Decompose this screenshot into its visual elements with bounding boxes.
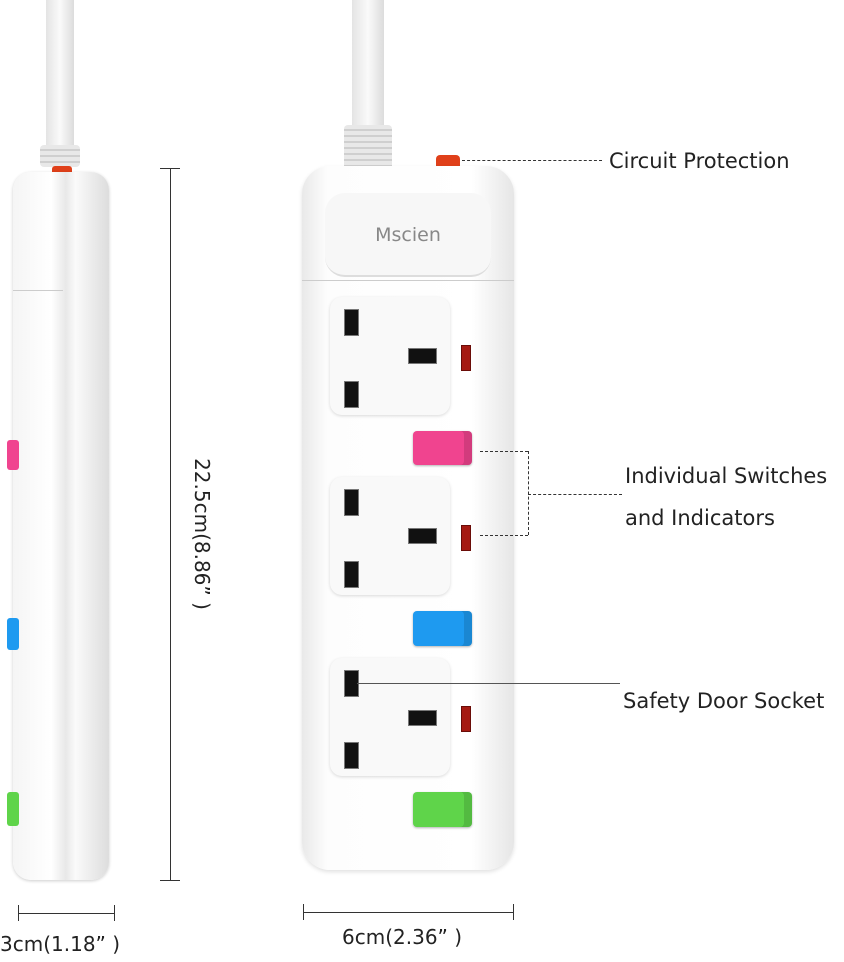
side-view-body	[13, 172, 109, 880]
callout-bracket	[528, 451, 529, 535]
dimension-tick	[160, 168, 180, 169]
side-switch-pink	[7, 440, 19, 470]
socket-neutral-hole	[344, 381, 359, 408]
socket-live-hole	[408, 528, 437, 544]
socket-neutral-hole	[344, 742, 359, 769]
brand-logo: Mscien	[375, 224, 441, 246]
switch-2-blue	[413, 611, 472, 646]
socket-live-hole	[408, 710, 437, 726]
width-dimension-label: 6cm(2.36” )	[342, 925, 463, 949]
side-strain-relief	[40, 145, 80, 167]
front-cable	[352, 0, 384, 130]
side-circuit-button	[52, 166, 72, 175]
height-dimension-label: 22.5cm(8.86” )	[190, 458, 214, 610]
switch-1-pink	[413, 431, 472, 465]
safety-door-label: Safety Door Socket	[623, 689, 825, 713]
callout-line	[480, 451, 528, 452]
indicator-2	[461, 525, 471, 551]
dimension-tick	[513, 904, 514, 920]
indicator-3	[461, 706, 471, 732]
switch-3-green	[413, 792, 472, 827]
socket-earth-hole	[344, 489, 359, 516]
socket-neutral-hole	[344, 561, 359, 588]
dimension-tick	[114, 905, 115, 921]
callout-line	[462, 160, 602, 161]
callout-line	[528, 494, 622, 495]
side-seam	[13, 290, 63, 291]
header-seam	[302, 280, 514, 281]
dimension-tick	[160, 880, 180, 881]
socket-earth-hole	[344, 309, 359, 336]
side-switch-green	[7, 792, 19, 826]
indicator-1	[461, 345, 471, 371]
callout-line	[357, 683, 620, 684]
side-cable	[46, 0, 74, 150]
callout-line	[480, 535, 528, 536]
depth-dimension-line	[18, 913, 115, 914]
depth-dimension-label: 3cm(1.18” )	[0, 932, 121, 956]
switches-label-line2: and Indicators	[625, 506, 775, 530]
front-strain-relief	[344, 125, 392, 170]
height-dimension-line	[170, 168, 171, 880]
switches-label-line1: Individual Switches	[625, 464, 828, 488]
dimension-tick	[18, 905, 19, 921]
side-switch-blue	[7, 618, 19, 650]
brand-header	[325, 193, 491, 277]
dimension-tick	[303, 904, 304, 920]
socket-live-hole	[408, 348, 437, 364]
width-dimension-line	[303, 912, 514, 913]
circuit-protection-label: Circuit Protection	[609, 149, 790, 173]
